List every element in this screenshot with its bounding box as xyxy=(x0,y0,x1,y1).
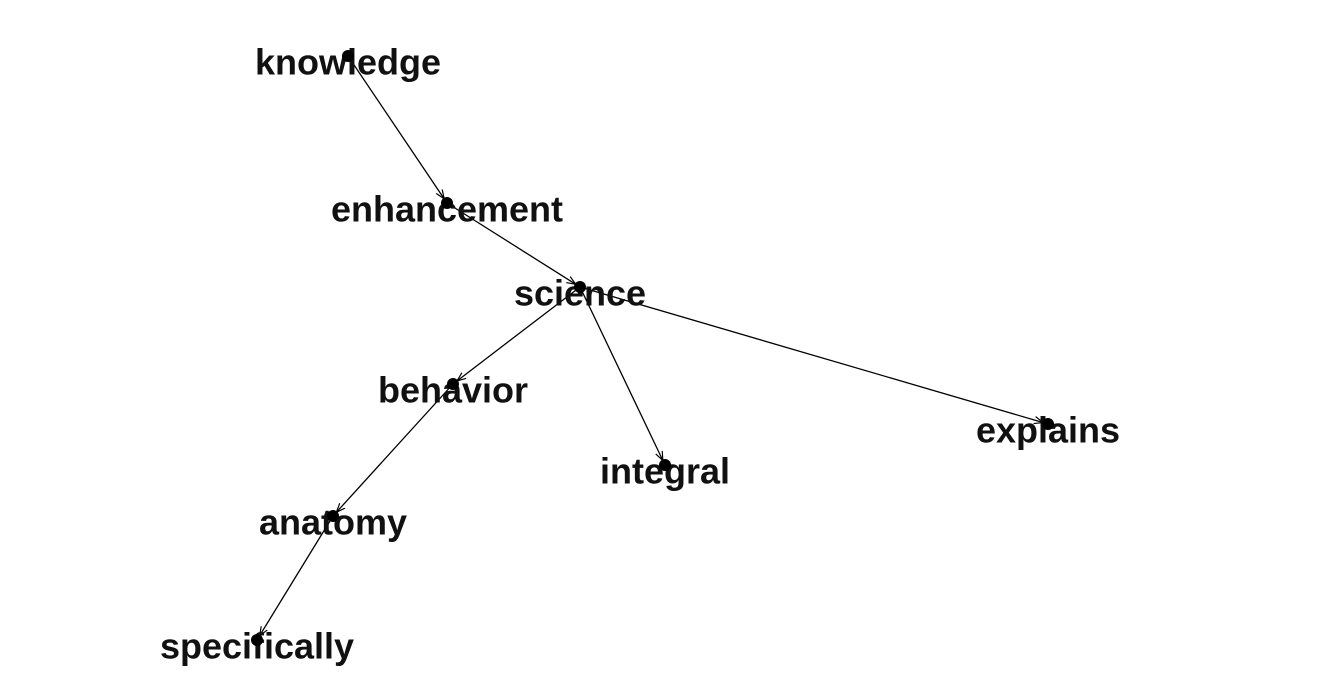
node-anatomy: anatomy xyxy=(259,502,407,543)
edge-science-to-explains xyxy=(579,286,1043,423)
edge-enhancement-to-science xyxy=(446,202,576,284)
node-explains: explains xyxy=(976,410,1120,451)
edge-anatomy-to-specifically xyxy=(260,515,334,636)
edge-knowledge-to-enhancement xyxy=(347,55,444,199)
node-integral: integral xyxy=(600,451,730,492)
node-dot-science xyxy=(574,281,586,293)
node-dot-behavior xyxy=(447,378,459,390)
node-dot-integral xyxy=(659,459,671,471)
node-dot-knowledge xyxy=(342,50,354,62)
node-dot-specifically xyxy=(251,634,263,646)
node-dot-explains xyxy=(1042,418,1054,430)
node-dot-anatomy xyxy=(327,510,339,522)
node-dot-enhancement xyxy=(441,197,453,209)
node-behavior: behavior xyxy=(378,370,528,411)
edge-science-to-behavior xyxy=(457,286,581,381)
nodes-layer: knowledge enhancement science behavior integ… xyxy=(160,42,1120,667)
edges-layer xyxy=(260,55,1044,636)
edge-behavior-to-anatomy xyxy=(336,383,454,512)
node-knowledge: knowledge xyxy=(255,42,441,83)
edge-science-to-integral xyxy=(579,286,663,460)
node-enhancement: enhancement xyxy=(331,189,563,230)
node-specifically: specifically xyxy=(160,626,354,667)
node-science: science xyxy=(514,273,646,314)
